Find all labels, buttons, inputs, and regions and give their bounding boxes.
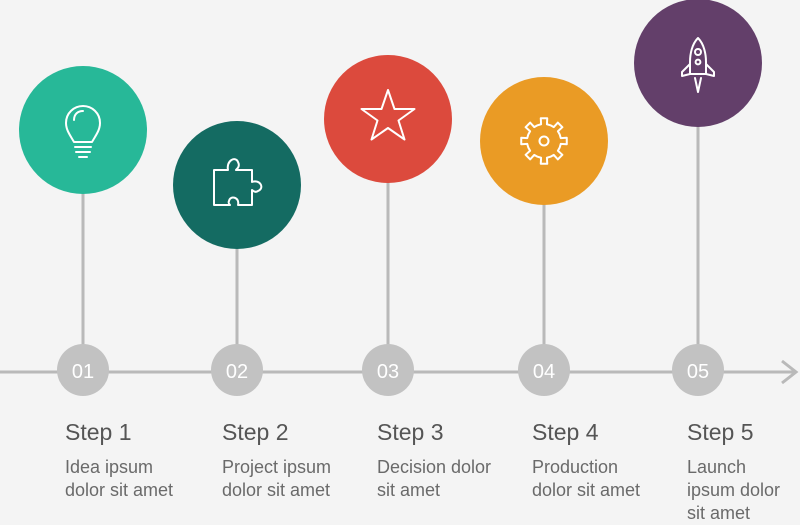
step-5-text: Step 5 Launch ipsum dolor sit amet — [687, 418, 799, 525]
step-2: 02 — [173, 121, 301, 396]
step-4-circle — [480, 77, 608, 205]
step-4-node — [518, 344, 570, 396]
step-2-circle — [173, 121, 301, 249]
step-3: 03 — [324, 55, 452, 396]
step-4-title: Step 4 — [532, 419, 599, 445]
step-5: 05 — [634, 0, 762, 396]
step-1-text: Step 1 Idea ipsum dolor sit amet — [65, 418, 205, 502]
rocket-icon — [681, 37, 715, 93]
star-icon — [360, 89, 416, 141]
step-3-description: Decision dolor sit amet — [377, 457, 492, 500]
step-5-number: 05 — [687, 361, 709, 383]
step-4-number: 04 — [533, 361, 555, 383]
step-3-title: Step 3 — [377, 419, 444, 445]
step-2-node — [211, 344, 263, 396]
step-4-text: Step 4 Production dolor sit amet — [532, 418, 672, 502]
step-3-circle — [324, 55, 452, 183]
step-1-circle — [19, 66, 147, 194]
step-2-text: Step 2 Project ipsum dolor sit amet — [222, 418, 362, 502]
step-2-description: Project ipsum dolor sit amet — [222, 457, 332, 500]
step-3-node — [362, 344, 414, 396]
timeline-arrow-icon — [781, 359, 799, 385]
step-2-title: Step 2 — [222, 419, 289, 445]
step-1-description: Idea ipsum dolor sit amet — [65, 457, 174, 500]
step-4-description: Production dolor sit amet — [532, 457, 641, 500]
puzzle-icon — [213, 158, 263, 206]
step-1: 01 — [19, 66, 147, 396]
step-5-node — [672, 344, 724, 396]
step-5-title: Step 5 — [687, 419, 754, 445]
step-1-node — [57, 344, 109, 396]
step-3-number: 03 — [377, 361, 399, 383]
step-3-text: Step 3 Decision dolor sit amet — [377, 418, 517, 502]
step-1-title: Step 1 — [65, 419, 132, 445]
step-2-number: 02 — [226, 361, 248, 383]
step-1-number: 01 — [72, 361, 94, 383]
step-4: 04 — [480, 77, 608, 396]
lightbulb-icon — [65, 105, 101, 158]
gear-icon — [520, 117, 568, 165]
step-5-description: Launch ipsum dolor sit amet — [687, 457, 781, 523]
